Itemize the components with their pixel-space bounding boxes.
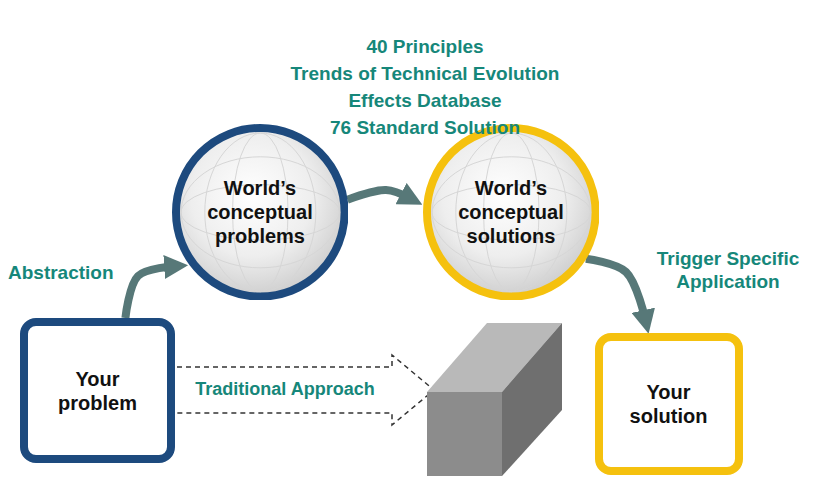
method-label: Trends of Technical Evolution xyxy=(265,63,585,86)
globe xyxy=(176,128,345,297)
method-label: 76 Standard Solution xyxy=(275,117,575,140)
flow-arrow xyxy=(347,190,410,200)
flow-arrow xyxy=(125,266,174,318)
node-text: World’s conceptual problems xyxy=(195,176,325,248)
solution-circle: World’s conceptual solutions xyxy=(423,124,600,301)
edge-label: Abstraction xyxy=(8,262,130,285)
node-text: World’s conceptual solutions xyxy=(446,176,576,248)
problem-box: Your problem xyxy=(20,318,175,463)
dashed-arrow xyxy=(177,355,434,425)
globe xyxy=(427,128,596,297)
edge-label: Trigger Specific Application xyxy=(636,248,820,294)
problem-circle: World’s conceptual problems xyxy=(172,124,349,301)
block-front xyxy=(427,392,502,476)
globe-grid xyxy=(432,133,591,292)
method-label: 40 Principles xyxy=(275,36,575,59)
flow-arrow xyxy=(586,259,646,320)
globe-grid xyxy=(181,133,340,292)
node-text: Your problem xyxy=(42,367,154,415)
solution-box: Your solution xyxy=(595,333,743,475)
method-label: Effects Database xyxy=(275,90,575,113)
block-side xyxy=(502,323,562,476)
node-text: Your solution xyxy=(613,380,725,428)
approach-label: Traditional Approach xyxy=(182,379,388,401)
